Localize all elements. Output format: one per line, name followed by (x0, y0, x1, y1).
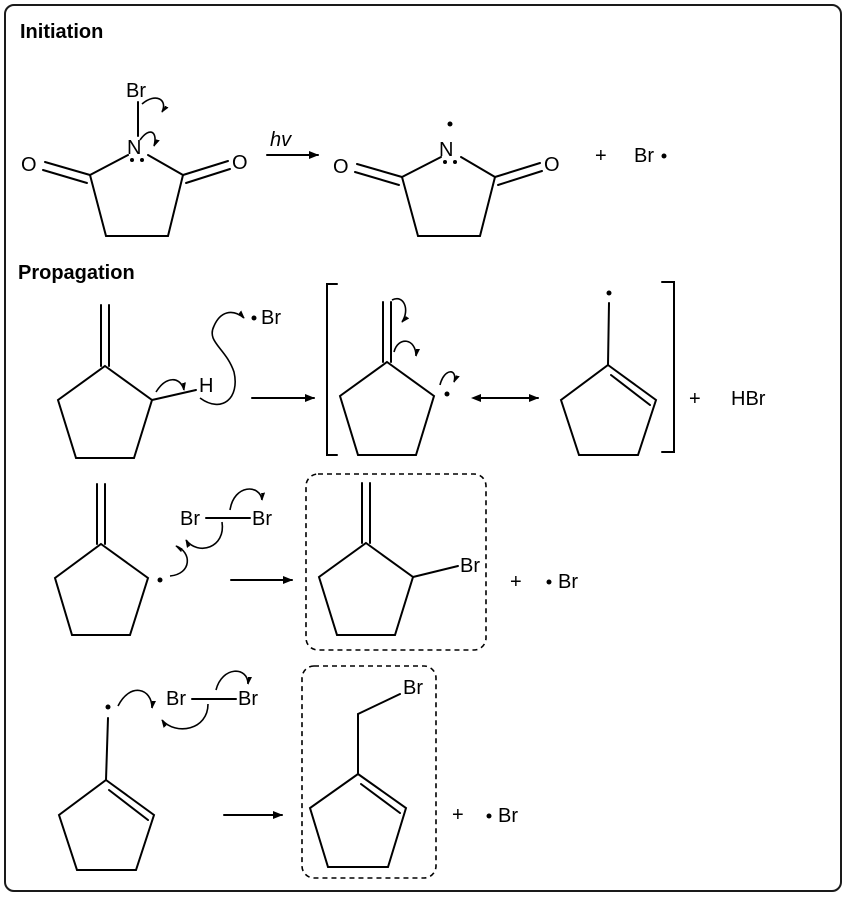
product-br-label: Br (403, 677, 423, 699)
fishhook-arrow (229, 488, 266, 511)
plus-sign: + (452, 804, 464, 826)
1-bromomethyl-cyclopentene: Br (308, 677, 423, 868)
succinimidyl-radical: N O O (333, 121, 560, 237)
nbs-n-label: N (127, 137, 141, 159)
br-radical-label: Br (261, 307, 281, 329)
fishhook-arrow (117, 689, 156, 709)
figure-frame (4, 4, 842, 892)
fishhook-arrow (439, 371, 460, 386)
radical-dot (546, 579, 552, 585)
lone-pair-dot (130, 158, 134, 162)
right-bracket (661, 281, 675, 453)
fishhook-arrow (141, 97, 169, 113)
initiation-heading: Initiation (20, 21, 103, 43)
radical-n-label: N (439, 139, 453, 161)
fishhook-arrow (199, 310, 245, 405)
plus-sign: + (510, 571, 522, 593)
br2-right-label: Br (252, 508, 272, 530)
methylenecyclopentane: H (56, 304, 245, 459)
primary-allylic-radical (57, 704, 156, 871)
allyl-radical-form-b (559, 290, 658, 456)
allylic-h-label: H (199, 375, 213, 397)
lone-pair-dot (140, 158, 144, 162)
fishhook-arrow (393, 340, 420, 357)
nbs-o-right-label: O (232, 152, 248, 174)
br2-left-label: Br (180, 508, 200, 530)
br2-right-label: Br (238, 688, 258, 710)
fishhook-arrow (139, 131, 160, 147)
br2-left-label: Br (166, 688, 186, 710)
product-highlight-box (301, 665, 437, 879)
fishhook-arrow (185, 521, 224, 550)
plus-sign: + (689, 388, 701, 410)
hv-label: hv (270, 129, 292, 151)
product-br-label: Br (460, 555, 480, 577)
fishhook-arrow (161, 703, 209, 730)
allyl-radical-form-a (338, 297, 460, 456)
br-radical-label: Br (558, 571, 578, 593)
nbs-molecule: Br N O O (21, 80, 248, 237)
secondary-radical (53, 483, 163, 636)
radical-dot (486, 813, 492, 819)
radical-dot (661, 153, 667, 159)
hbr-label: HBr (731, 388, 766, 410)
fishhook-arrow (391, 297, 410, 323)
left-bracket (326, 283, 338, 456)
nbs-o-left-label: O (21, 154, 37, 176)
propagation-heading: Propagation (18, 262, 135, 284)
radical-dot (251, 315, 257, 321)
plus-sign: + (595, 145, 607, 167)
3-bromo-methylenecyclopentane: Br (317, 482, 480, 636)
radical-o-right-label: O (544, 154, 560, 176)
nbs-br-label: Br (126, 80, 146, 102)
radical-o-left-label: O (333, 156, 349, 178)
product-highlight-box (305, 473, 487, 651)
fishhook-arrow (155, 378, 186, 393)
fishhook-arrow (169, 545, 189, 577)
br-radical-label: Br (498, 805, 518, 827)
br-radical-label: Br (634, 145, 654, 167)
fishhook-arrow (215, 670, 252, 691)
